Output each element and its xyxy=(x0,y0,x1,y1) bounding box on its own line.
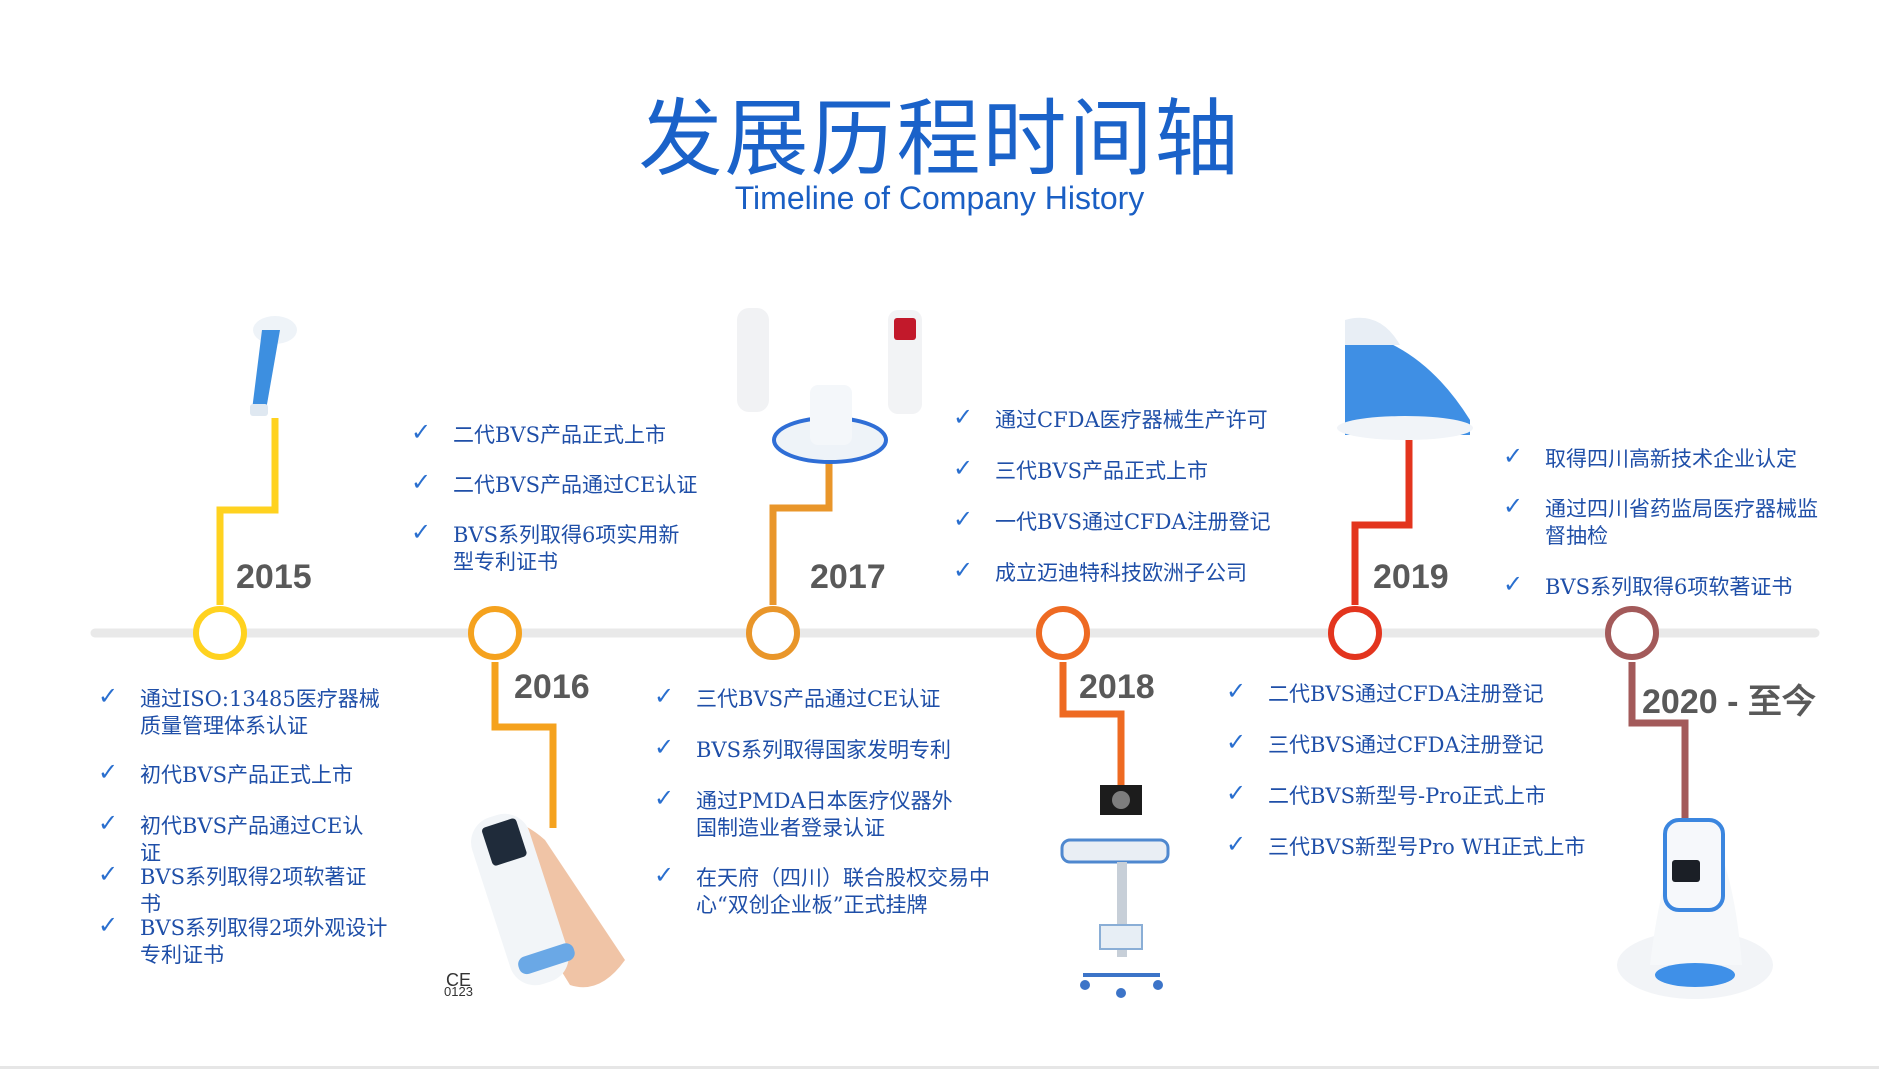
list-item: ✓二代BVS产品通过CE认证 xyxy=(411,468,698,498)
list-item: ✓取得四川高新技术企业认定 xyxy=(1503,442,1797,472)
list-item: ✓二代BVS新型号-Pro正式上市 xyxy=(1226,779,1546,809)
check-icon: ✓ xyxy=(98,911,119,939)
year-label-2018: 2018 xyxy=(1079,668,1155,706)
list-item: ✓通过CFDA医疗器械生产许可 xyxy=(953,403,1268,433)
list-item: ✓通过ISO:13485医疗器械质量管理体系认证 xyxy=(98,682,380,739)
year-label-2016: 2016 xyxy=(514,668,590,706)
check-icon: ✓ xyxy=(654,733,675,761)
ce-mark: CE 0123 xyxy=(444,970,473,999)
node-2015 xyxy=(193,606,247,660)
connector-2017 xyxy=(769,462,833,605)
check-icon: ✓ xyxy=(1226,779,1247,807)
page-title: 发展历程时间轴 xyxy=(638,90,1241,188)
connector-2020 xyxy=(1628,662,1689,818)
connector-2016 xyxy=(491,662,557,828)
check-icon: ✓ xyxy=(654,784,675,812)
year-label-2020: 2020 - 至今 xyxy=(1642,683,1816,721)
node-2018 xyxy=(1036,606,1090,660)
check-icon: ✓ xyxy=(98,758,119,786)
device-image-2020 xyxy=(1617,818,1773,999)
list-item: ✓初代BVS产品通过CE认证 xyxy=(98,809,364,866)
connector-2015 xyxy=(216,418,279,605)
list-item: ✓通过PMDA日本医疗仪器外国制造业者登录认证 xyxy=(654,784,953,841)
list-item: ✓通过四川省药监局医疗器械监督抽检 xyxy=(1503,492,1818,549)
list-item: ✓二代BVS产品正式上市 xyxy=(411,418,666,448)
check-icon: ✓ xyxy=(411,468,432,496)
device-image-2019 xyxy=(1337,317,1473,440)
node-2020 xyxy=(1605,606,1659,660)
check-icon: ✓ xyxy=(411,418,432,446)
list-item: ✓三代BVS产品正式上市 xyxy=(953,454,1208,484)
check-icon: ✓ xyxy=(1226,728,1247,756)
check-icon: ✓ xyxy=(1503,442,1524,470)
list-item: ✓BVS系列取得2项外观设计专利证书 xyxy=(98,911,388,968)
check-icon: ✓ xyxy=(1503,570,1524,598)
year-label-2015: 2015 xyxy=(236,558,312,596)
list-item: ✓BVS系列取得2项软著证书 xyxy=(98,860,367,917)
device-image-2015 xyxy=(250,316,297,416)
check-icon: ✓ xyxy=(654,682,675,710)
node-2017 xyxy=(746,606,800,660)
check-icon: ✓ xyxy=(953,454,974,482)
connector-2019 xyxy=(1351,440,1413,605)
check-icon: ✓ xyxy=(1226,677,1247,705)
list-item: ✓BVS系列取得国家发明专利 xyxy=(654,733,951,763)
check-icon: ✓ xyxy=(654,861,675,889)
check-icon: ✓ xyxy=(1226,830,1247,858)
node-2016 xyxy=(468,606,522,660)
list-item: ✓三代BVS产品通过CE认证 xyxy=(654,682,941,712)
connector-2018 xyxy=(1059,662,1125,788)
list-item: ✓一代BVS通过CFDA注册登记 xyxy=(953,505,1271,535)
list-item: ✓成立迈迪特科技欧洲子公司 xyxy=(953,556,1247,586)
year-label-2017: 2017 xyxy=(810,558,886,596)
list-item: ✓三代BVS新型号Pro WH正式上市 xyxy=(1226,830,1586,860)
list-item: ✓在天府（四川）联合股权交易中心“双创企业板”正式挂牌 xyxy=(654,861,990,918)
check-icon: ✓ xyxy=(953,403,974,431)
list-item: ✓BVS系列取得6项实用新型专利证书 xyxy=(411,518,680,575)
check-icon: ✓ xyxy=(98,860,119,888)
device-image-2017 xyxy=(737,308,922,464)
node-2019 xyxy=(1328,606,1382,660)
check-icon: ✓ xyxy=(98,682,119,710)
check-icon: ✓ xyxy=(1503,492,1524,520)
list-item: ✓二代BVS通过CFDA注册登记 xyxy=(1226,677,1544,707)
year-label-2019: 2019 xyxy=(1373,558,1449,596)
check-icon: ✓ xyxy=(953,505,974,533)
check-icon: ✓ xyxy=(98,809,119,837)
page-subtitle: Timeline of Company History xyxy=(734,180,1145,216)
device-image-2018 xyxy=(1060,785,1170,998)
device-image-2016 xyxy=(471,813,625,988)
bottom-divider xyxy=(0,1066,1879,1069)
check-icon: ✓ xyxy=(411,518,432,546)
list-item: ✓三代BVS通过CFDA注册登记 xyxy=(1226,728,1544,758)
list-item: ✓BVS系列取得6项软著证书 xyxy=(1503,570,1793,600)
list-item: ✓初代BVS产品正式上市 xyxy=(98,758,353,788)
check-icon: ✓ xyxy=(953,556,974,584)
